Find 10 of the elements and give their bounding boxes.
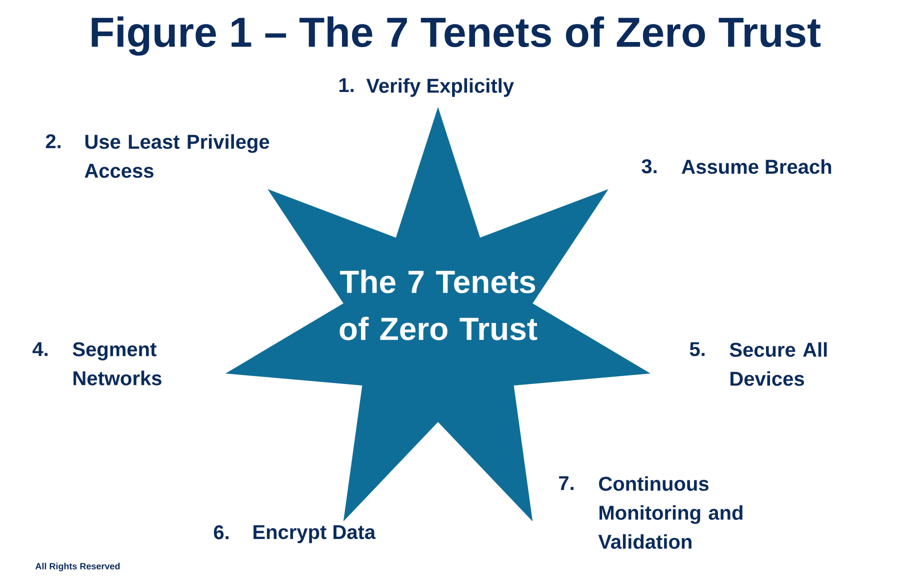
tenet-number: 5. bbox=[690, 342, 704, 356]
tenet-number: 6. bbox=[214, 525, 228, 540]
tenet-label: Secure All Devices bbox=[730, 342, 827, 386]
tenet-number: 4. bbox=[32, 342, 48, 356]
title: Figure 1 – The 7 Tenets of Zero Trust bbox=[92, 16, 821, 56]
tenet-number: 2. bbox=[46, 134, 60, 148]
tenet-label: Segment Networks bbox=[72, 342, 162, 386]
tenet-number: 7. bbox=[559, 476, 574, 490]
copyright-note: All Rights Reserved bbox=[35, 562, 120, 572]
tenet-label: Assume Breach bbox=[682, 159, 832, 174]
